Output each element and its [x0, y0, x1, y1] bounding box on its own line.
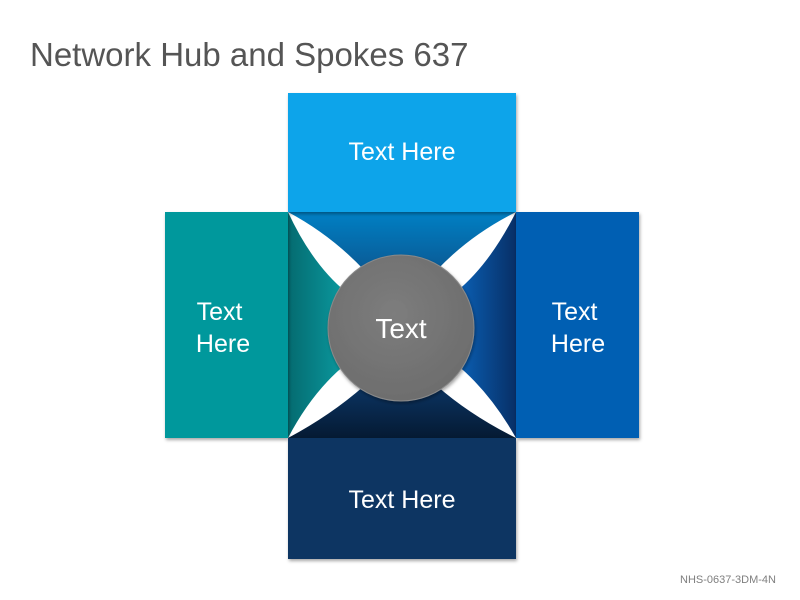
spoke-label-left: Text Here: [196, 298, 250, 358]
spoke-label-right-line2: Here: [551, 330, 605, 358]
hub-circle[interactable]: [327, 254, 475, 402]
connector-bottom: [288, 386, 516, 438]
spoke-box-top[interactable]: [288, 93, 516, 212]
spoke-label-bottom: Text Here: [349, 486, 456, 514]
connector-right: [456, 212, 516, 438]
spoke-label-left-line2: Here: [196, 330, 250, 358]
connector-top: [288, 212, 516, 270]
slide-title: Network Hub and Spokes 637: [30, 36, 469, 73]
spoke-box-bottom[interactable]: [288, 438, 516, 559]
connector-left: [288, 212, 346, 438]
spoke-label-top: Text Here: [349, 138, 456, 166]
footer-code: NHS-0637-3DM-4N: [680, 574, 776, 586]
spoke-label-right: Text Here: [551, 298, 605, 358]
spoke-label-left-line1: Text: [197, 298, 243, 326]
spoke-box-right[interactable]: [516, 212, 639, 438]
spoke-label-right-line1: Text: [552, 298, 598, 326]
hub-label: Text: [375, 313, 427, 344]
spoke-box-left[interactable]: [165, 212, 288, 438]
